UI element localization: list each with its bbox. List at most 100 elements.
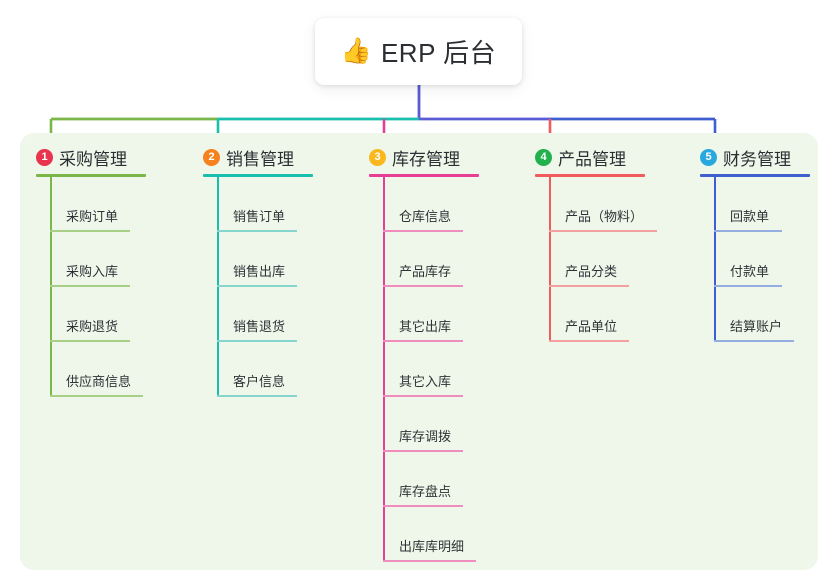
branch-leaf-item[interactable]: 其它入库 <box>369 342 479 397</box>
branch-column-4: 4 产品管理产品（物料） 产品分类产品单位 <box>535 145 657 342</box>
branch-header-rule <box>535 174 645 177</box>
branch-leaf-label: 出库库明细 <box>399 539 465 554</box>
branch-leaf-rule <box>217 230 297 232</box>
root-node[interactable]: 👍 ERP 后台 <box>315 18 522 85</box>
branch-trunk-line <box>217 177 219 397</box>
branch-column-3: 3 库存管理仓库信息产品库存其它出库其它入库库存调拨库存盘点出库库明细 <box>369 145 479 562</box>
branch-leaf-item[interactable]: 结算账户 <box>700 287 810 342</box>
branch-leaf-rule <box>217 395 297 397</box>
branch-leaf-rule <box>549 230 657 232</box>
branch-leaf-label: 销售退货 <box>233 319 286 334</box>
branch-leaf-label: 销售订单 <box>233 209 286 224</box>
branch-body: 仓库信息产品库存其它出库其它入库库存调拨库存盘点出库库明细 <box>369 177 479 562</box>
branch-leaf-label: 库存调拨 <box>399 429 452 444</box>
branch-title: 财务管理 <box>723 149 791 169</box>
branch-leaf-label: 回款单 <box>730 209 770 224</box>
branch-leaf-rule <box>549 285 629 287</box>
branch-column-1: 1 采购管理采购订单采购入库采购退货供应商信息 <box>36 145 146 397</box>
branch-leaf-label: 供应商信息 <box>66 374 132 389</box>
root-node-label: ERP 后台 <box>380 38 497 68</box>
branch-leaf-item[interactable]: 出库库明细 <box>369 507 479 562</box>
branch-body: 销售订单销售出库销售退货客户信息 <box>203 177 313 397</box>
branch-title: 库存管理 <box>392 149 460 169</box>
branch-title: 采购管理 <box>59 149 127 169</box>
branch-leaf-rule <box>549 340 629 342</box>
branch-header-rule <box>369 174 479 177</box>
branch-leaf-item[interactable]: 供应商信息 <box>36 342 146 397</box>
branch-header-rule <box>36 174 146 177</box>
branch-body: 回款单付款单结算账户 <box>700 177 810 342</box>
branch-leaf-item[interactable]: 采购订单 <box>36 177 146 232</box>
branch-number-badge: 1 <box>36 148 53 166</box>
branch-title: 产品管理 <box>558 149 626 169</box>
branch-leaf-label: 客户信息 <box>233 374 286 389</box>
branch-leaf-label: 库存盘点 <box>399 484 452 499</box>
branch-leaf-label: 付款单 <box>730 264 770 279</box>
thumbs-up-icon: 👍 <box>340 37 372 65</box>
branch-leaf-item[interactable]: 付款单 <box>700 232 810 287</box>
branch-header-4[interactable]: 4 产品管理 <box>535 145 645 169</box>
branch-leaf-rule <box>383 450 463 452</box>
branch-leaf-rule <box>383 560 476 562</box>
branch-title: 销售管理 <box>226 149 294 169</box>
branch-trunk-line <box>50 177 52 397</box>
branch-leaf-item[interactable]: 销售退货 <box>203 287 313 342</box>
branch-body: 产品（物料） 产品分类产品单位 <box>535 177 657 342</box>
branch-leaf-item[interactable]: 产品分类 <box>535 232 645 287</box>
branch-leaf-label: 产品库存 <box>399 264 452 279</box>
branch-leaf-rule <box>217 340 297 342</box>
branch-leaf-item[interactable]: 产品库存 <box>369 232 479 287</box>
branch-header-5[interactable]: 5 财务管理 <box>700 145 810 169</box>
branch-leaf-label: 采购入库 <box>66 264 119 279</box>
branch-body: 采购订单采购入库采购退货供应商信息 <box>36 177 146 397</box>
branch-leaf-item[interactable]: 仓库信息 <box>369 177 479 232</box>
branch-leaf-item[interactable]: 销售出库 <box>203 232 313 287</box>
branch-leaf-rule <box>714 340 794 342</box>
branch-leaf-rule <box>383 505 463 507</box>
branch-header-1[interactable]: 1 采购管理 <box>36 145 146 169</box>
branch-leaf-label: 仓库信息 <box>399 209 452 224</box>
branch-header-rule <box>203 174 313 177</box>
branch-number-badge: 3 <box>369 148 386 166</box>
branch-leaf-item[interactable]: 产品单位 <box>535 287 645 342</box>
branch-leaf-rule <box>383 395 463 397</box>
branch-trunk-line <box>383 177 385 562</box>
branch-leaf-label: 其它出库 <box>399 319 452 334</box>
branch-leaf-label: 销售出库 <box>233 264 286 279</box>
branch-leaf-label: 产品分类 <box>565 264 618 279</box>
branch-trunk-line <box>549 177 551 342</box>
branch-leaf-item[interactable]: 其它出库 <box>369 287 479 342</box>
branch-leaf-rule <box>50 395 143 397</box>
branch-leaf-rule <box>714 285 782 287</box>
branch-leaf-rule <box>217 285 297 287</box>
branch-leaf-rule <box>383 230 463 232</box>
branch-number-badge: 5 <box>700 148 717 166</box>
branch-leaf-item[interactable]: 库存调拨 <box>369 397 479 452</box>
branch-leaf-item[interactable]: 回款单 <box>700 177 810 232</box>
branch-leaf-label: 采购订单 <box>66 209 119 224</box>
branch-leaf-item[interactable]: 采购退货 <box>36 287 146 342</box>
branch-leaf-label: 其它入库 <box>399 374 452 389</box>
branch-column-5: 5 财务管理回款单付款单结算账户 <box>700 145 810 342</box>
branch-leaf-item[interactable]: 库存盘点 <box>369 452 479 507</box>
branch-leaf-item[interactable]: 产品（物料） <box>535 177 657 232</box>
branch-leaf-rule <box>50 285 130 287</box>
branch-leaf-label: 产品（物料） <box>565 209 644 224</box>
branch-leaf-item[interactable]: 销售订单 <box>203 177 313 232</box>
branches-panel <box>20 133 818 570</box>
branch-leaf-item[interactable]: 采购入库 <box>36 232 146 287</box>
branch-leaf-item[interactable]: 客户信息 <box>203 342 313 397</box>
branch-leaf-rule <box>50 340 130 342</box>
branch-leaf-label: 产品单位 <box>565 319 618 334</box>
branch-leaf-rule <box>383 285 463 287</box>
branch-leaf-rule <box>714 230 782 232</box>
branch-header-3[interactable]: 3 库存管理 <box>369 145 479 169</box>
branch-header-rule <box>700 174 810 177</box>
branch-leaf-rule <box>383 340 463 342</box>
branch-number-badge: 4 <box>535 148 552 166</box>
branch-leaf-label: 采购退货 <box>66 319 119 334</box>
branch-trunk-line <box>714 177 716 342</box>
